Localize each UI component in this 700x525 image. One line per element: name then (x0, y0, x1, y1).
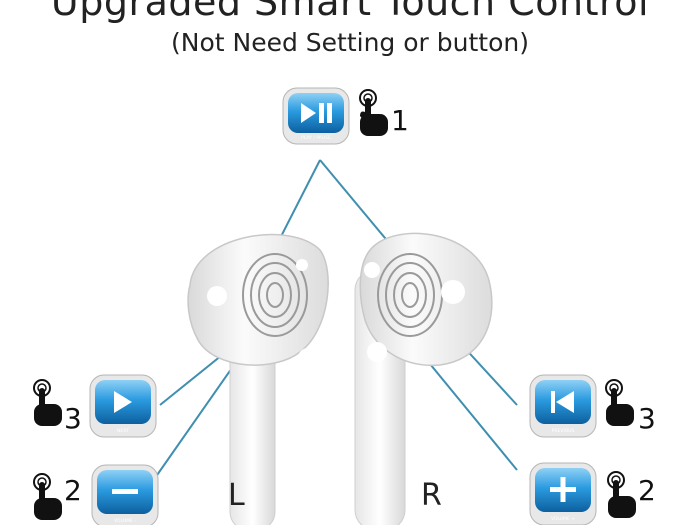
play-pause-caption: PLAY / PAUSE (301, 135, 331, 141)
previous-tap-count: 3 (638, 402, 656, 435)
previous-caption: PREVIOUS (552, 428, 575, 434)
volume-up-button: VOLUME + (529, 462, 597, 525)
right-earbud-label: R (421, 478, 442, 513)
tap-hand-icon (605, 379, 634, 426)
fingerprint-icon (377, 253, 443, 337)
left-earbud (187, 233, 329, 525)
next-tap-count: 3 (64, 402, 82, 435)
right-earbud (354, 232, 493, 525)
next-button: NEXT (89, 374, 157, 438)
tap-hand-icon (607, 471, 636, 518)
volume-up-caption: VOLUME + (551, 516, 575, 522)
minus-icon (112, 489, 138, 494)
next-icon (114, 391, 132, 413)
play-pause-button: PLAY / PAUSE (282, 87, 350, 145)
play-pause-icon (301, 103, 332, 123)
play-pause-tap-count: 1 (391, 104, 409, 137)
volume-up-tap-count: 2 (638, 474, 656, 507)
previous-button: PREVIOUS (529, 374, 597, 438)
next-caption: NEXT (117, 428, 129, 434)
volume-down-button: VOLUME - (91, 464, 159, 525)
tap-hand-icon (33, 473, 62, 520)
volume-down-caption: VOLUME - (114, 518, 136, 524)
subtitle: (Not Need Setting or button) (171, 28, 529, 57)
fingerprint-icon (242, 253, 308, 337)
title: Upgraded Smart Touch Control (50, 0, 650, 24)
tap-hand-icon (33, 379, 62, 426)
tap-hand-icon (359, 89, 388, 136)
plus-icon (550, 477, 576, 502)
volume-down-tap-count: 2 (64, 474, 82, 507)
left-earbud-label: L (228, 478, 245, 513)
previous-icon (551, 391, 574, 413)
